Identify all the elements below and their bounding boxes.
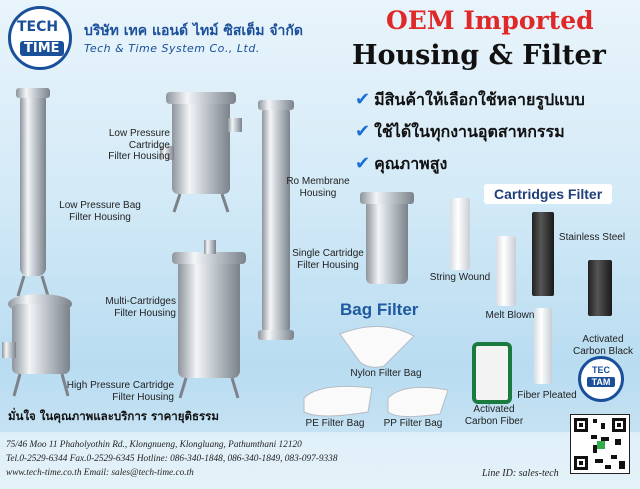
company-name-thai: บริษัท เทค แอนด์ ไทม์ ซิสเต็ม จำกัด	[84, 23, 303, 39]
label-high-pressure-cartridge: High Pressure Cartridge Filter Housing	[66, 380, 174, 403]
logo-text-time: TIME	[20, 41, 64, 56]
pe-filter-bag-image	[303, 385, 373, 417]
badge-text-tec: TEC	[592, 365, 610, 375]
feature-item-quality: ✔คุณภาพสูง	[355, 152, 447, 177]
title-oem-imported: OEM Imported	[386, 6, 594, 35]
activated-carbon-black-cartridge-image	[588, 260, 612, 316]
label-stainless-steel: Stainless Steel	[558, 232, 626, 243]
logo-text-tech: TECH	[17, 19, 59, 35]
melt-blown-cartridge-image	[496, 236, 516, 306]
label-melt-blown: Melt Blown	[485, 310, 535, 321]
pp-filter-bag-image	[387, 386, 449, 418]
activated-carbon-fiber-cartridge-image	[472, 342, 512, 404]
string-wound-cartridge-image	[450, 198, 470, 270]
qr-code-icon[interactable]	[570, 414, 630, 474]
footer-phones: Tel.0-2529-6344 Fax.0-2529-6345 Hotline:…	[6, 454, 338, 464]
label-multi-cartridges: Multi-Cartridges Filter Housing	[105, 296, 176, 319]
high-pressure-cartridge-housing-image	[2, 294, 72, 397]
multi-cartridges-housing-image	[172, 240, 246, 399]
fiber-pleated-cartridge-image	[534, 308, 552, 384]
feature-text: คุณภาพสูง	[374, 154, 448, 173]
label-ro-membrane: Ro Membrane Housing	[286, 176, 350, 199]
checkmark-icon: ✔	[355, 121, 371, 142]
label-single-cartridge: Single Cartridge Filter Housing	[292, 248, 364, 271]
label-fiber-pleated: Fiber Pleated	[517, 390, 577, 401]
title-housing-filter: Housing & Filter	[352, 40, 606, 71]
section-title-cartridges: Cartridges Filter	[484, 184, 613, 204]
badge-text-tam: TAM	[587, 377, 615, 387]
checkmark-icon: ✔	[355, 153, 371, 174]
checkmark-icon: ✔	[355, 89, 371, 110]
label-nylon-filter-bag: Nylon Filter Bag	[350, 368, 422, 379]
company-name-english: Tech & Time System Co., Ltd.	[84, 42, 260, 55]
stainless-steel-cartridge-image	[532, 212, 554, 296]
low-pressure-bag-housing-image	[16, 88, 50, 297]
feature-text: ใช้ได้ในทุกงานอุตสาหกรรม	[374, 122, 565, 141]
footer-line-id: Line ID: sales-tech	[482, 468, 559, 479]
low-pressure-cartridge-housing-image	[160, 92, 242, 213]
feature-text: มีสินค้าให้เลือกใช้หลายรูปแบบ	[374, 90, 585, 109]
feature-item-variety: ✔มีสินค้าให้เลือกใช้หลายรูปแบบ	[355, 88, 585, 113]
feature-item-industrial: ✔ใช้ได้ในทุกงานอุตสาหกรรม	[355, 120, 565, 145]
single-cartridge-housing-image	[360, 192, 414, 284]
footer-address: 75/46 Moo 11 Phaholyothin Rd., Klongnuen…	[6, 440, 302, 450]
footer-web-email: www.tech-time.co.th Email: sales@tech-ti…	[6, 468, 194, 478]
slogan: มั่นใจ ในคุณภาพและบริการ ราคายุติธรรม	[8, 409, 219, 423]
tectam-badge: TEC TAM	[578, 356, 624, 402]
label-low-pressure-bag: Low Pressure Bag Filter Housing	[59, 200, 141, 223]
ro-membrane-housing-image	[258, 100, 294, 340]
label-string-wound: String Wound	[429, 272, 491, 283]
label-activated-carbon-fiber: Activated Carbon Fiber	[464, 404, 524, 427]
label-pp-filter-bag: PP Filter Bag	[383, 418, 443, 429]
company-logo: TECH TIME	[8, 6, 72, 70]
label-low-pressure-cartridge: Low Pressure Cartridge Filter Housing	[108, 128, 170, 162]
nylon-filter-bag-image	[339, 325, 415, 368]
label-activated-carbon-black: Activated Carbon Black	[572, 334, 634, 357]
section-title-bag-filter: Bag Filter	[340, 300, 419, 319]
label-pe-filter-bag: PE Filter Bag	[305, 418, 365, 429]
